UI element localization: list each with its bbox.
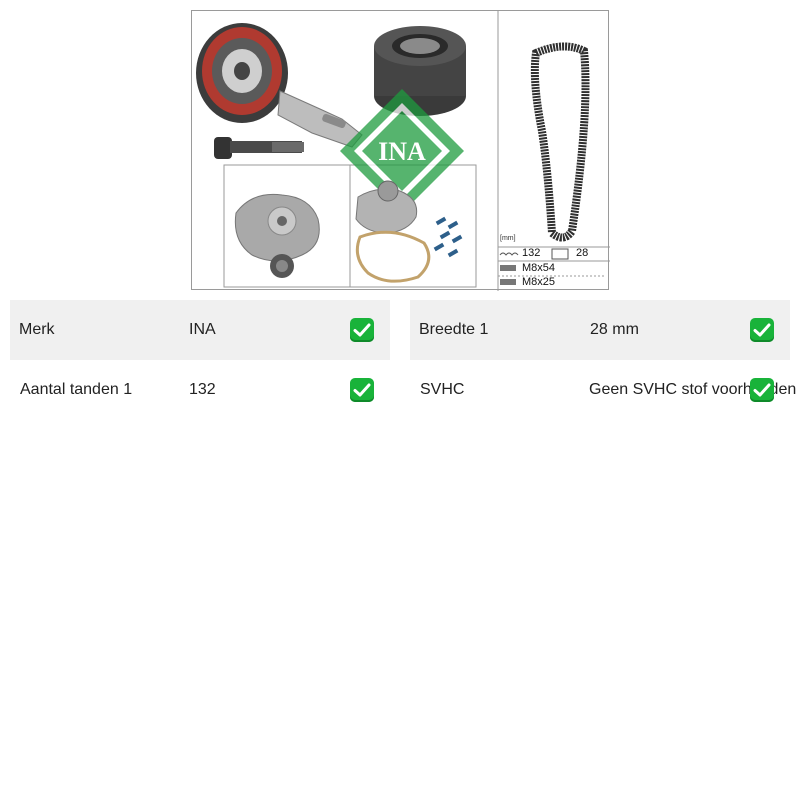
legend-teeth: 132	[522, 247, 541, 259]
spec-label: SVHC	[420, 381, 465, 398]
check-icon	[350, 318, 374, 342]
belt-width-symbol	[551, 248, 569, 260]
idler-roller	[374, 26, 466, 116]
legend-bolt-2: M8x25	[522, 276, 556, 288]
ina-logo: INA	[340, 89, 464, 213]
water-pump-front	[234, 193, 320, 278]
legend-unit: [mm]	[500, 235, 516, 242]
spec-label: Breedte 1	[419, 321, 489, 338]
product-image: INA	[191, 10, 610, 291]
check-icon	[750, 318, 774, 342]
check-icon	[750, 378, 774, 402]
water-pump-side	[355, 180, 463, 283]
kit-illustration: INA	[196, 11, 610, 291]
belt-teeth-symbol	[499, 252, 519, 256]
spec-row-merk: Merk INA	[10, 300, 390, 360]
check-icon	[350, 378, 374, 402]
spec-row-aantal-tanden: Aantal tanden 1 132	[10, 360, 390, 420]
bolt-symbol-1	[500, 265, 516, 271]
spec-value: Geen SVHC stof voorhanden	[589, 381, 797, 398]
bolt-symbol-2	[500, 279, 516, 285]
timing-belt	[530, 42, 590, 242]
legend-bolt-1: M8x54	[522, 262, 556, 274]
spec-value: 28 mm	[590, 321, 639, 338]
spec-label: Aantal tanden 1	[20, 381, 133, 398]
logo-text: INA	[378, 137, 426, 166]
legend-width: 28	[576, 247, 589, 259]
tensioner-pulley	[196, 23, 363, 148]
spec-value: INA	[189, 321, 216, 338]
spec-value: 132	[189, 381, 216, 398]
spec-label: Merk	[19, 321, 55, 338]
bolt	[214, 137, 304, 159]
spec-row-breedte: Breedte 1 28 mm	[410, 300, 790, 360]
spec-row-svhc: SVHC Geen SVHC stof voorhanden	[410, 360, 800, 420]
